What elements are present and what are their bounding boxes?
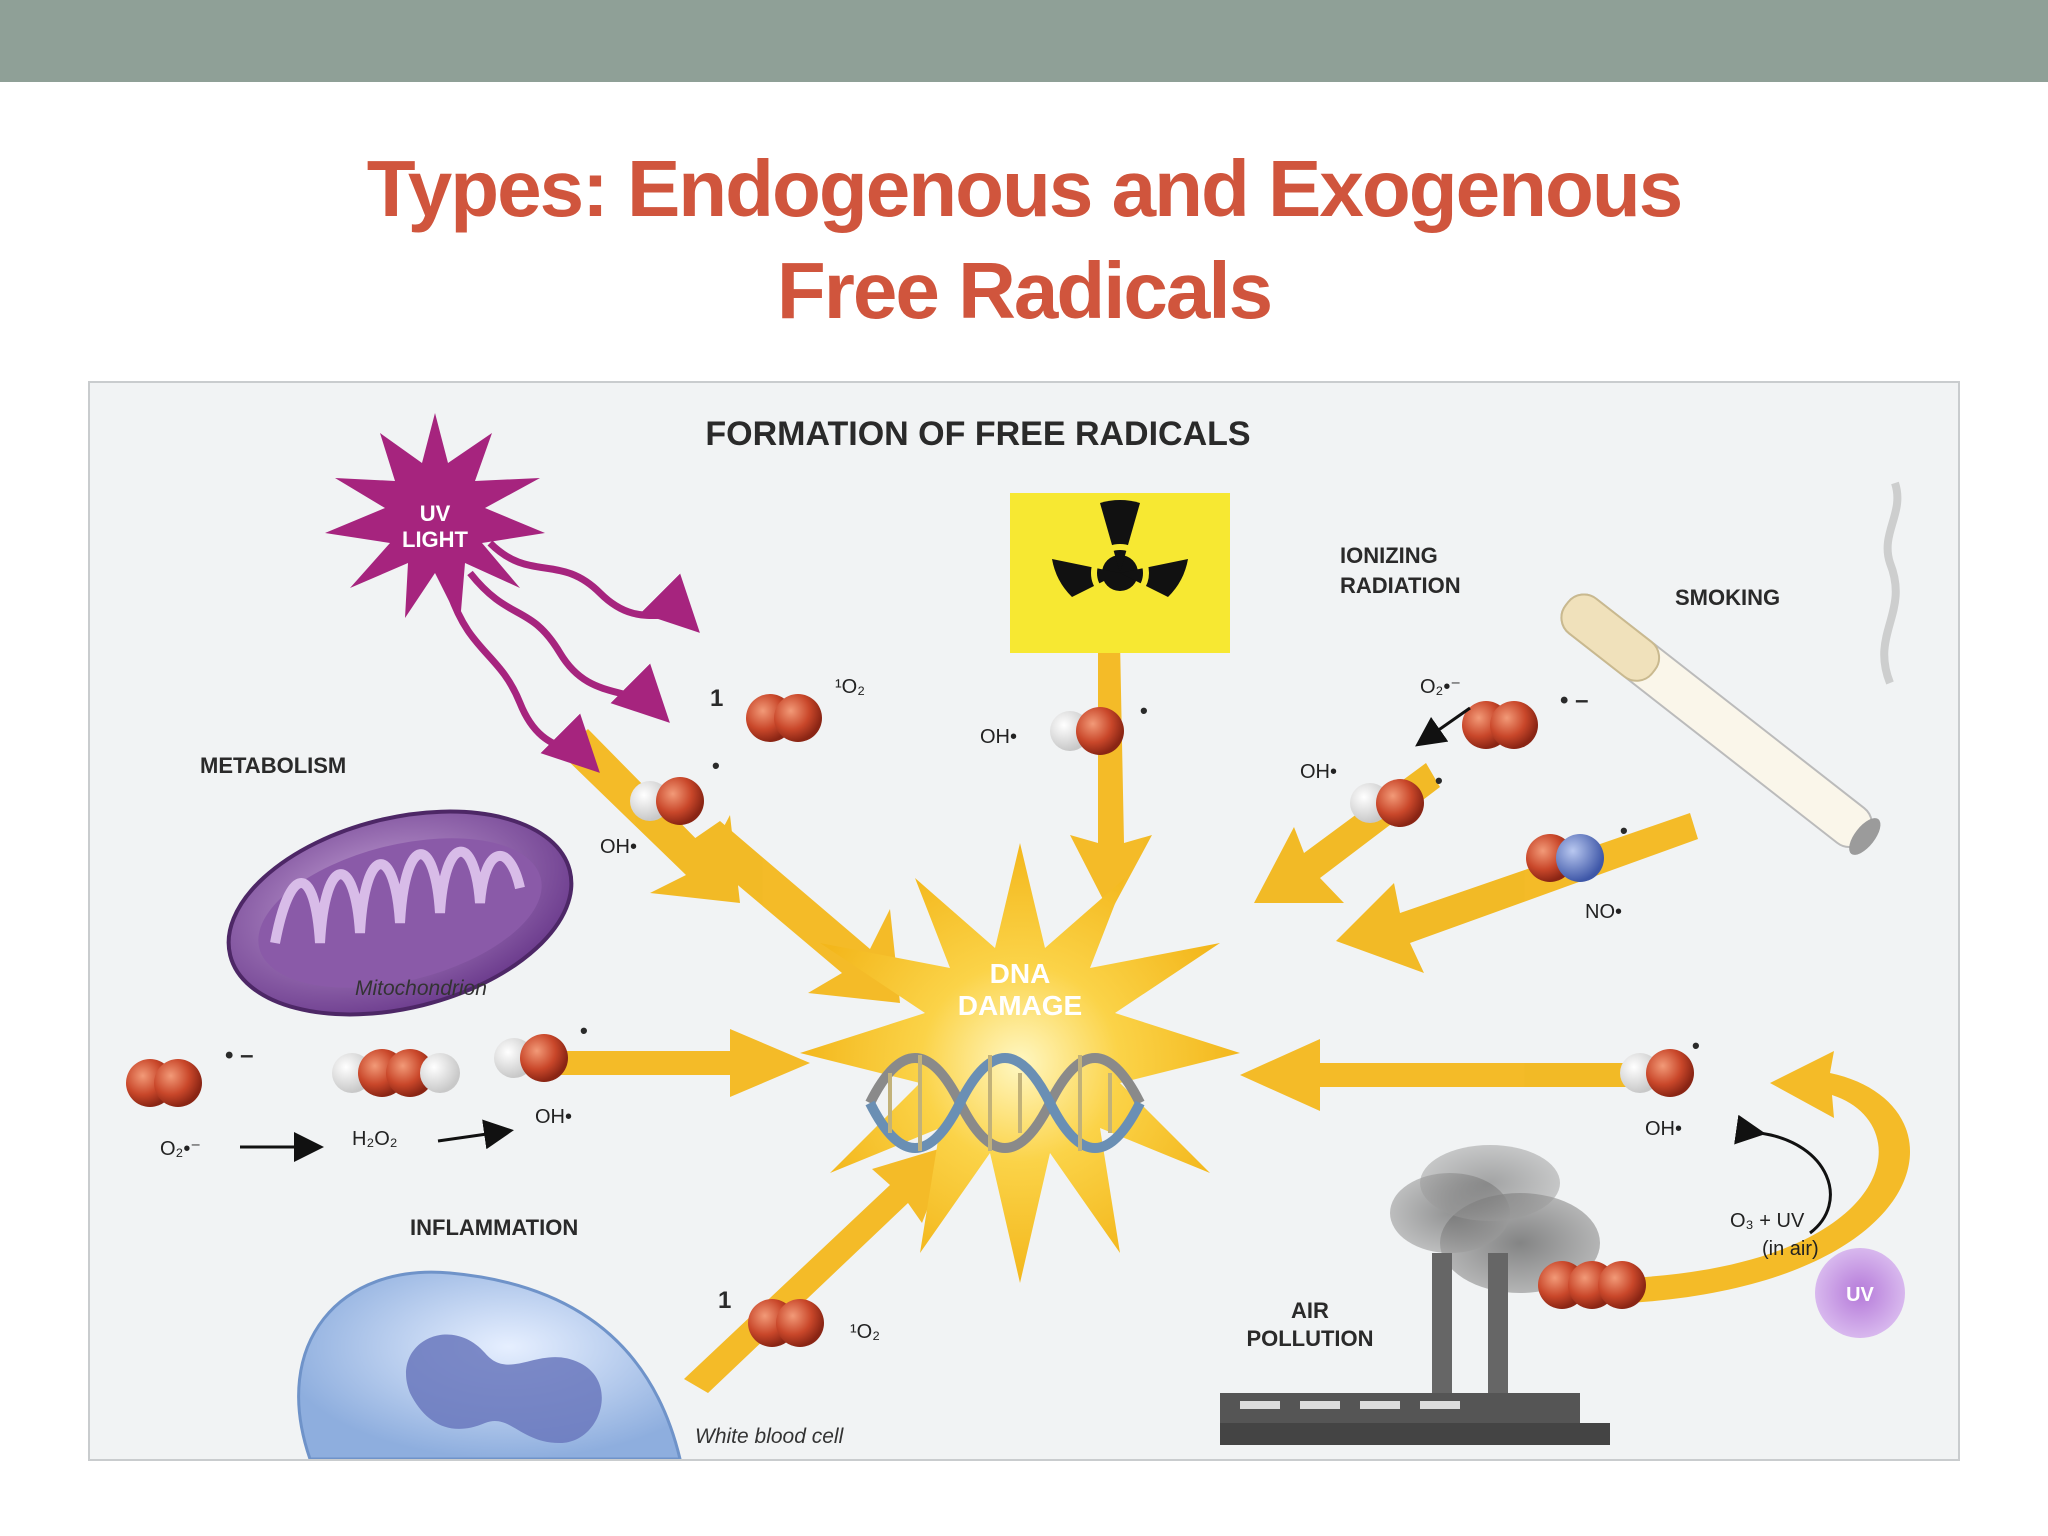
molecule-no bbox=[1526, 834, 1604, 882]
center-label-line1: DNA bbox=[990, 958, 1051, 989]
superoxide-smoking-charge: • – bbox=[1560, 687, 1588, 714]
diagram-canvas: FORMATION OF FREE RADICALS DNA DAMAGE UV… bbox=[126, 413, 1911, 1459]
superoxide-metabolism-label: O₂•⁻ bbox=[160, 1138, 201, 1160]
superoxide-metabolism-charge: • – bbox=[225, 1042, 253, 1069]
dna-helix bbox=[865, 1053, 1145, 1153]
in-air-label: (in air) bbox=[1762, 1238, 1819, 1260]
superoxide-smoking-label: O₂•⁻ bbox=[1420, 676, 1461, 698]
uv-ray-3 bbox=[446, 591, 600, 773]
mitochondrion-label: Mitochondrion bbox=[355, 977, 487, 1000]
molecule-singlet-o2-top bbox=[746, 694, 822, 742]
h2o2-to-oh-arrow bbox=[437, 1119, 514, 1150]
singlet-o2-bottom-label: ¹O₂ bbox=[850, 1321, 880, 1343]
molecule-oh-radiation bbox=[1050, 707, 1124, 755]
title-line-2: Free Radicals bbox=[776, 246, 1273, 335]
oh-air-label: OH• bbox=[1645, 1118, 1682, 1140]
arrows-to-dna bbox=[530, 641, 1911, 1393]
no-dot: • bbox=[1620, 818, 1628, 843]
h2o2-label: H₂O₂ bbox=[352, 1128, 398, 1150]
oh-uv-dot: • bbox=[712, 753, 720, 778]
uv-ray-2 bbox=[467, 570, 670, 723]
title-line-1: Types: Endogenous and Exogenous bbox=[366, 144, 1683, 233]
molecule-superoxide-metabolism bbox=[126, 1059, 202, 1107]
inflammation-label: INFLAMMATION bbox=[410, 1215, 578, 1240]
ionizing-label-line1: IONIZING bbox=[1340, 543, 1438, 568]
molecule-ozone bbox=[1538, 1261, 1646, 1309]
oh-smoking-dot: • bbox=[1435, 768, 1443, 793]
arrow-from-smoking-b bbox=[1336, 813, 1698, 973]
top-bar bbox=[0, 0, 2048, 82]
dna-damage-burst: DNA DAMAGE bbox=[800, 843, 1240, 1283]
arrow-from-ozone bbox=[1630, 1051, 1911, 1303]
arrow-from-radiation bbox=[1070, 641, 1152, 913]
molecule-singlet-o2-bottom bbox=[748, 1299, 824, 1347]
radiation-symbol bbox=[1010, 493, 1230, 653]
singlet-o2-top-label: ¹O₂ bbox=[835, 676, 865, 698]
slide-title: Types: Endogenous and Exogenous Free Rad… bbox=[0, 138, 2048, 342]
mitochondrion bbox=[226, 809, 574, 1017]
uv-ray-1 bbox=[487, 540, 700, 633]
oh-smoking-label: OH• bbox=[1300, 761, 1337, 783]
air-label-line1: AIR bbox=[1291, 1298, 1329, 1323]
uv-light-source: UV LIGHT bbox=[325, 413, 700, 773]
free-radical-diagram: FORMATION OF FREE RADICALS DNA DAMAGE UV… bbox=[88, 381, 1960, 1461]
arrow-from-air bbox=[1240, 1039, 1650, 1111]
diagram-heading: FORMATION OF FREE RADICALS bbox=[705, 415, 1250, 453]
white-blood-cell bbox=[297, 1270, 682, 1459]
oh-uv-label: OH• bbox=[600, 836, 637, 858]
superoxide-to-oh-arrow bbox=[1415, 706, 1471, 747]
oh-metabolism-label: OH• bbox=[535, 1106, 572, 1128]
oh-air-dot: • bbox=[1692, 1033, 1700, 1058]
molecule-oh-metabolism bbox=[494, 1034, 568, 1082]
oh-radiation-dot: • bbox=[1140, 698, 1148, 723]
ozone-uv-label: O₃ + UV bbox=[1730, 1210, 1805, 1232]
oh-radiation-label: OH• bbox=[980, 726, 1017, 748]
molecule-superoxide-smoking bbox=[1462, 701, 1538, 749]
arrow-from-metabolism bbox=[530, 1029, 810, 1097]
ionizing-label-line2: RADIATION bbox=[1340, 573, 1461, 598]
no-label: NO• bbox=[1585, 901, 1622, 923]
molecule-oh-air bbox=[1620, 1049, 1694, 1097]
singlet-number-bottom: 1 bbox=[718, 1287, 731, 1314]
cigarette bbox=[1560, 481, 1902, 855]
oh-metabolism-dot: • bbox=[580, 1018, 588, 1043]
molecule-h2o2 bbox=[332, 1049, 460, 1097]
molecule-oh-smoking bbox=[1350, 779, 1424, 827]
air-label-line2: POLLUTION bbox=[1246, 1326, 1373, 1351]
uv-cloud: UV bbox=[1815, 1248, 1905, 1338]
uv-label-line1: UV bbox=[420, 501, 451, 526]
singlet-number-top: 1 bbox=[710, 685, 723, 712]
center-label-line2: DAMAGE bbox=[958, 990, 1082, 1021]
uv-cloud-label: UV bbox=[1846, 1284, 1874, 1306]
smoking-label: SMOKING bbox=[1675, 585, 1780, 610]
white-blood-cell-label: White blood cell bbox=[695, 1425, 845, 1448]
cigarette-smoke bbox=[1880, 481, 1902, 685]
arrow-from-inflammation bbox=[684, 1145, 952, 1393]
molecule-oh-uv bbox=[630, 777, 704, 825]
factory bbox=[1220, 1145, 1610, 1445]
uv-label-line2: LIGHT bbox=[402, 527, 469, 552]
ozone-curve-arrow bbox=[1734, 1114, 1832, 1235]
metabolism-label: METABOLISM bbox=[200, 753, 346, 778]
